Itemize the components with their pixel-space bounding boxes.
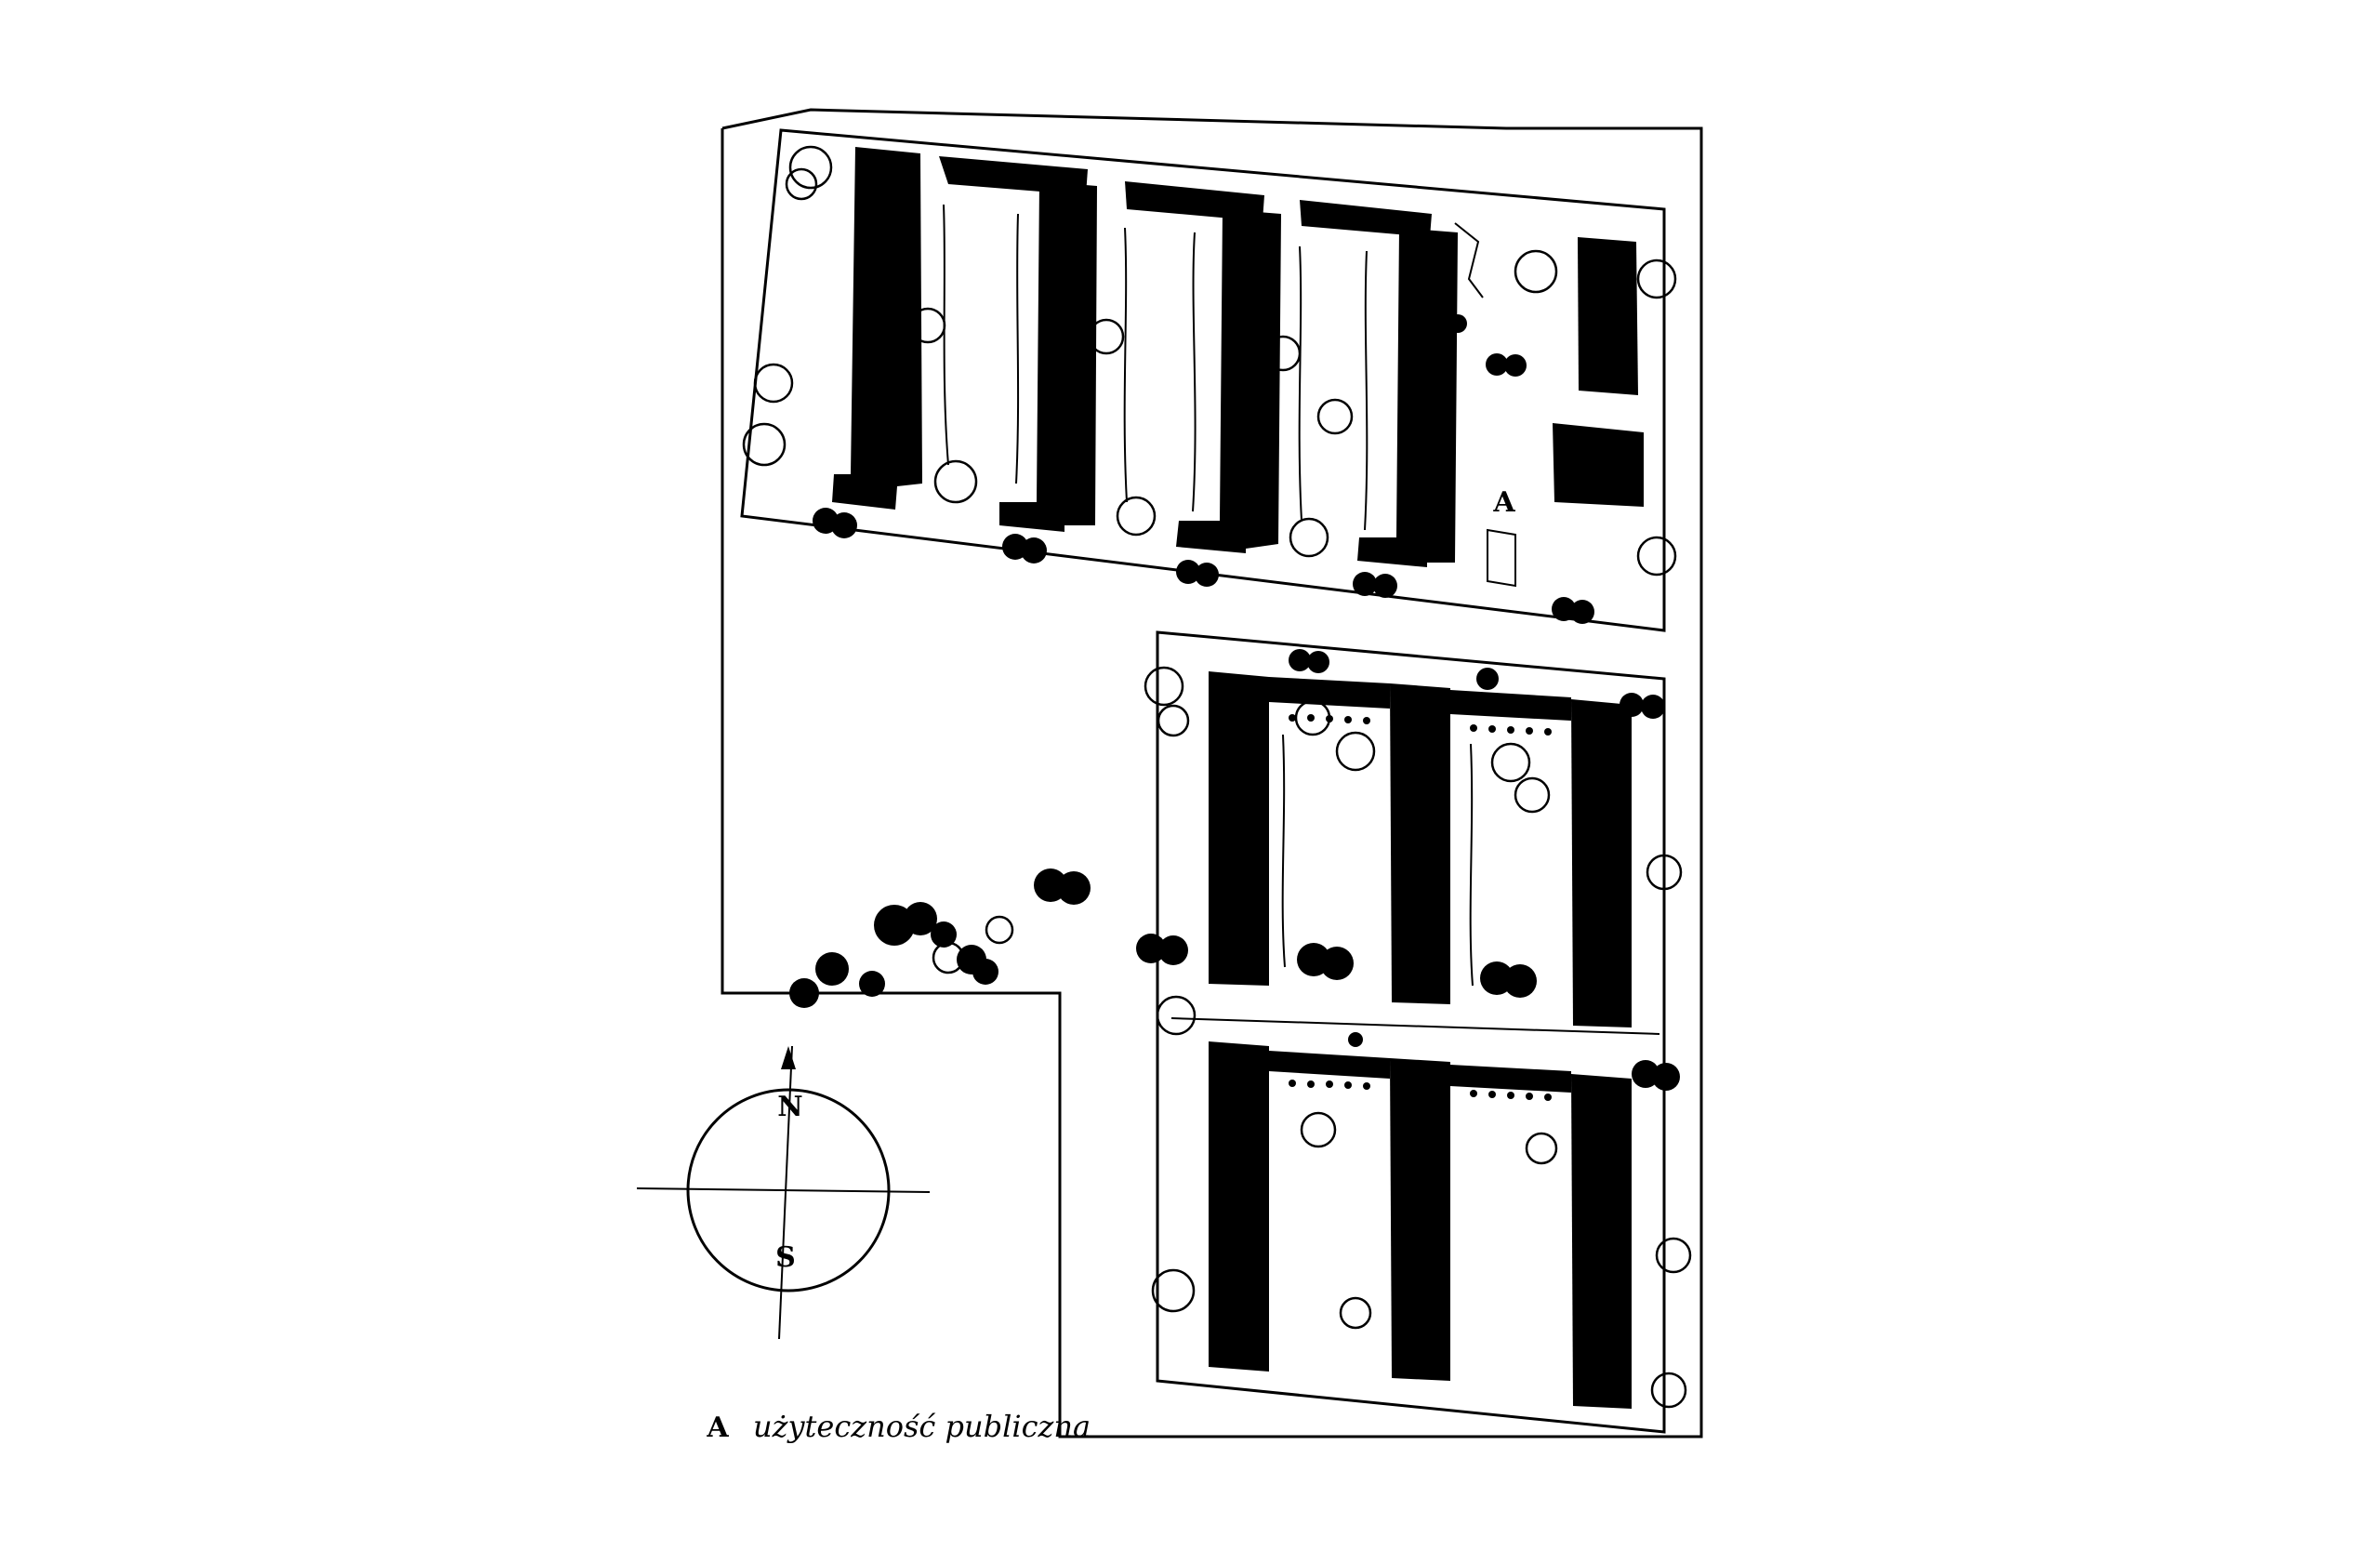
legend: A użyteczność publiczna (706, 1409, 1091, 1444)
building (1209, 1041, 1269, 1372)
north-buildings (832, 147, 1644, 567)
site-marker-label: A (1492, 486, 1515, 519)
building (1357, 228, 1458, 567)
compass: N S (636, 1045, 931, 1340)
compass-south-label: S (775, 1241, 796, 1274)
trees-dark (789, 314, 1680, 1091)
building (1209, 671, 1269, 986)
trees-outline (742, 145, 1692, 1409)
building (1390, 1058, 1450, 1381)
compass-north-label: N (777, 1091, 802, 1123)
building (1571, 699, 1632, 1027)
building (1450, 690, 1571, 721)
building (1269, 677, 1390, 709)
building (1269, 1051, 1390, 1079)
building (832, 147, 922, 510)
legend-key: A (706, 1412, 729, 1444)
building (1390, 683, 1450, 1004)
building (1176, 209, 1281, 553)
legend-text: użyteczność publiczna (753, 1409, 1091, 1444)
south-buildings (1209, 671, 1632, 1409)
building (1571, 1074, 1632, 1409)
site-boundary (721, 108, 1703, 1438)
building (1300, 200, 1432, 237)
building (1450, 1065, 1571, 1093)
building (1553, 423, 1644, 507)
building (999, 181, 1097, 532)
south-block-outline (1156, 630, 1666, 1434)
building (1578, 237, 1638, 395)
